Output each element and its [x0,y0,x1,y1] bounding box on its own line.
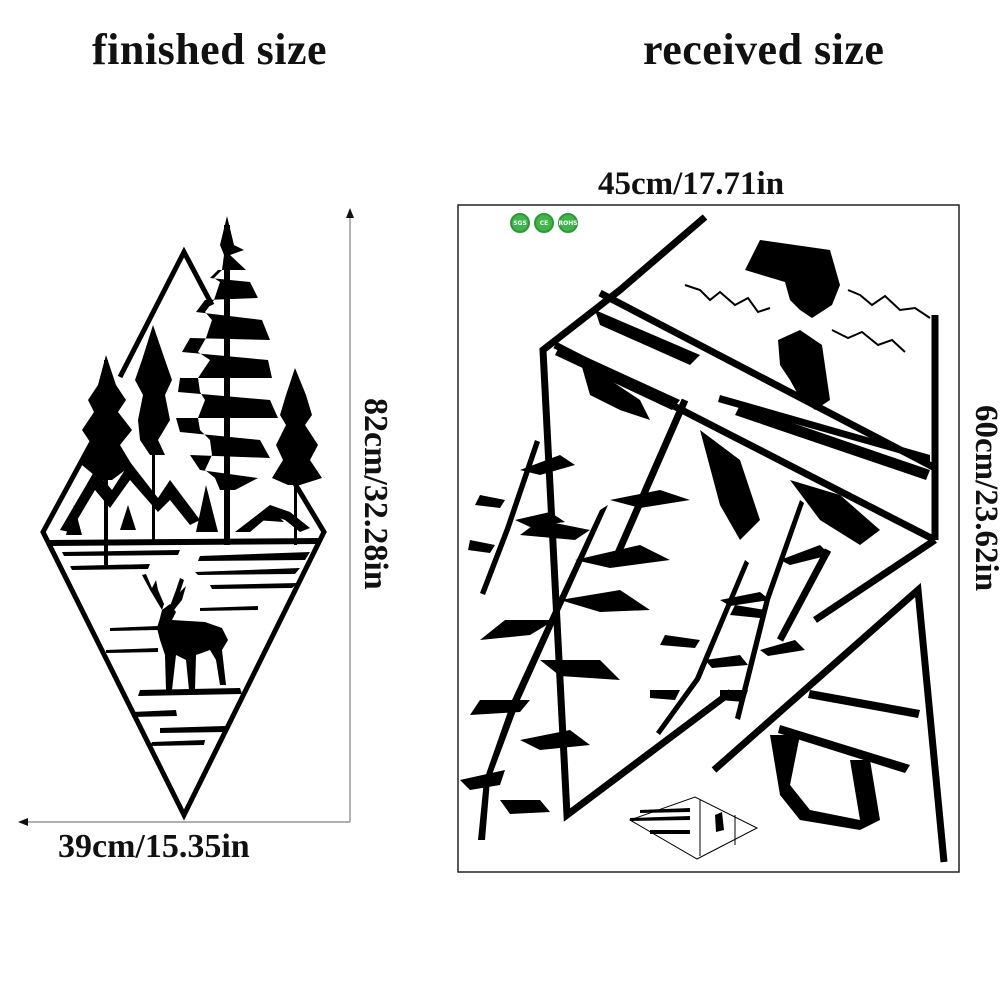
mountains [60,462,310,532]
finished-width-label: 39cm/15.35in [58,828,250,865]
received-height-label: 60cm/23.62in [968,405,1001,592]
certification-badge-icon: CE [534,213,554,233]
deer-silhouette [142,574,228,690]
finished-height-label: 82cm/32.28in [357,398,394,590]
arrow-up-icon [346,208,354,218]
snow-ridges [555,310,930,773]
certification-badge-icon: SGS [510,213,530,233]
frame-segments [539,214,948,863]
certification-badges: SGS CE ROHS [510,213,578,233]
received-width-label: 45cm/17.71in [598,166,785,202]
finished-preview-thumbnail [628,796,759,860]
grass-strokes [684,284,931,353]
arrow-left-icon [18,818,28,826]
heading-received-size: received size [643,25,885,74]
certification-badge-icon: ROHS [558,213,578,233]
decal-sheet-border [457,204,960,873]
heading-finished-size: finished size [92,25,328,74]
pine-trees [66,216,322,565]
grass-tufts [106,606,258,746]
water-reflections [48,538,322,589]
height-guide-line [26,216,351,823]
fern-branches [460,440,830,840]
mountain-pieces [580,240,880,830]
finished-diamond-frame [40,246,327,821]
